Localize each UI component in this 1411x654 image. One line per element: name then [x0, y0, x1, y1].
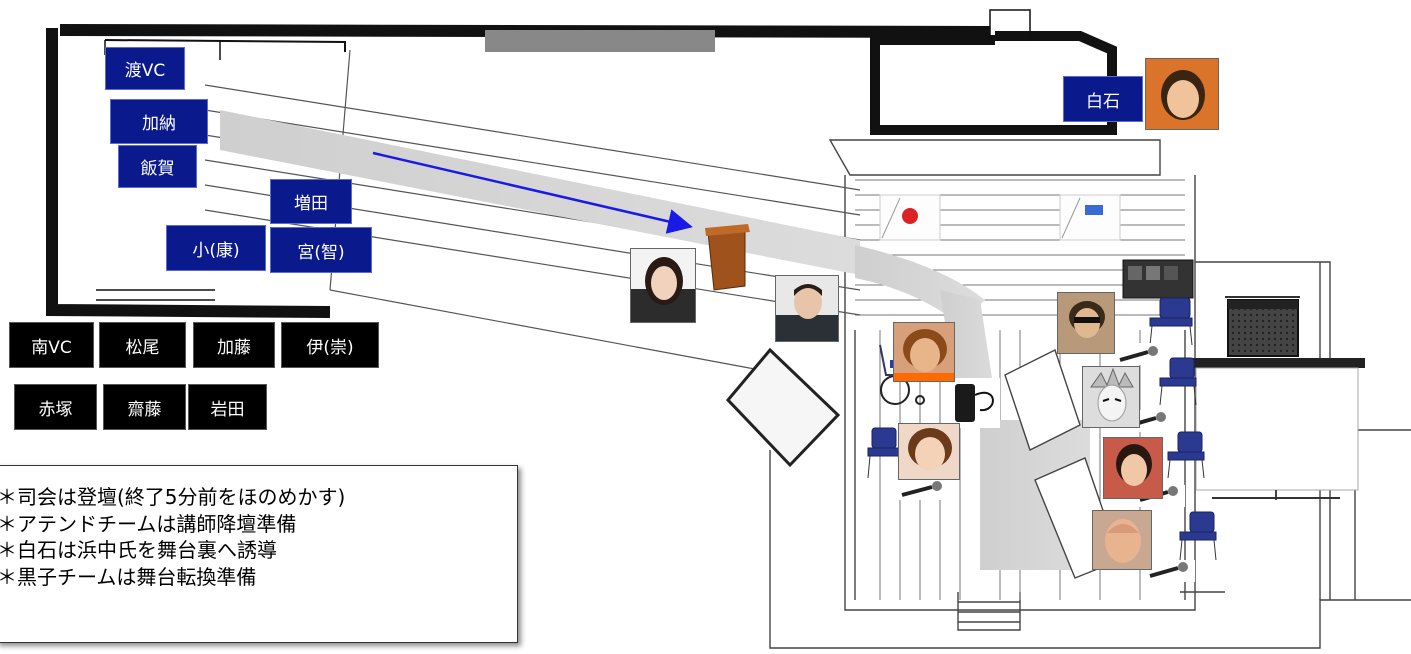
org-flag-icon [1059, 194, 1121, 241]
label-miya-tomo: 宮(智) [270, 227, 372, 273]
label-kato: 加藤 [193, 322, 275, 368]
chair-icon [1167, 431, 1205, 479]
screen-panel [725, 347, 841, 468]
label-matsuo: 松尾 [99, 322, 186, 368]
transmitter-icon [948, 378, 1000, 428]
instruction-line: ＊白石は浜中氏を舞台裏へ誘導 [0, 538, 277, 562]
photo-presenter-man [775, 275, 839, 342]
label-watari-vc: 渡VC [105, 47, 185, 90]
chair-icon [1159, 357, 1197, 406]
podium-icon [705, 224, 750, 291]
label-saito: 齋藤 [103, 384, 186, 430]
instruction-line: ＊アテンドチームは講師降壇準備 [0, 511, 297, 536]
label-i-takashi: 伊(崇) [281, 322, 379, 368]
label-iwata: 岩田 [188, 384, 267, 430]
chair-icon [1179, 511, 1217, 561]
photo-performer-1 [893, 322, 955, 382]
movement-arrow [372, 151, 693, 234]
label-shiraishi: 白石 [1063, 76, 1143, 122]
microphone-icon [1115, 343, 1165, 365]
photo-performer-5 [1103, 437, 1163, 499]
japan-flag-icon [879, 194, 941, 241]
photo-presenter-woman [630, 248, 696, 323]
chairs [867, 297, 1217, 561]
label-ko-yasu: 小(康) [166, 225, 266, 271]
photo-performer-3 [1082, 366, 1140, 428]
building-walls [46, 9, 1117, 318]
microphone-icon [898, 478, 948, 500]
microphone-icon [1145, 560, 1195, 582]
instruction-line: ＊司会は登壇(終了5分前をほのめかす) [0, 485, 346, 509]
label-iiga: 飯賀 [118, 145, 197, 188]
label-akatsuka: 赤塚 [14, 384, 97, 430]
label-kano: 加納 [110, 99, 208, 144]
amplifier-icon [1225, 296, 1300, 357]
photo-performer-6 [1092, 510, 1152, 570]
pedalboard-icon [1122, 259, 1194, 299]
chair-icon [1149, 297, 1193, 346]
label-minami-vc: 南VC [9, 322, 94, 368]
photo-performer-4 [898, 423, 960, 480]
photo-shiraishi [1145, 58, 1219, 130]
screen-icon [1190, 358, 1365, 500]
instruction-line: ＊黒子チームは舞台転換準備 [0, 564, 257, 589]
photo-performer-2 [1057, 292, 1115, 354]
instructions-box: ＊司会は登壇(終了5分前をほのめかす) ＊アテンドチームは講師降壇準備 ＊白石は… [0, 465, 518, 643]
label-masuda: 増田 [270, 179, 352, 224]
